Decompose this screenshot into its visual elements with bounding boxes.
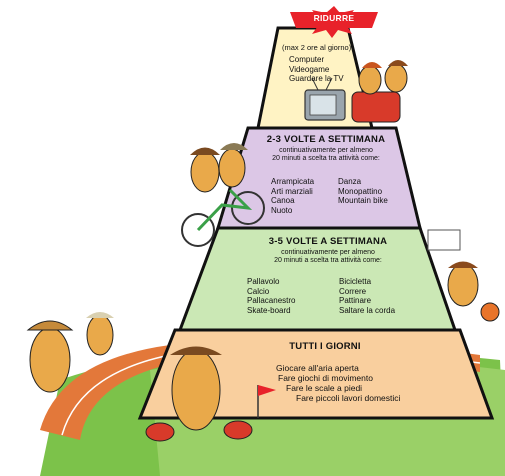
level2-header: 2-3 VOLTE A SETTIMANA <box>266 134 386 145</box>
list-item: Giocare all'aria aperta <box>276 363 359 373</box>
basketball-character <box>427 229 500 322</box>
level3-header: 3-5 VOLTE A SETTIMANA <box>268 236 388 247</box>
level2-sub1: continuativamente per almeno <box>279 147 373 154</box>
runner-characters-left <box>26 312 114 393</box>
running-track <box>40 339 480 440</box>
top-tier-list: Computer Videogame Guardare la TV <box>289 55 344 84</box>
list-item: Arti marziali <box>271 186 313 196</box>
list-item: Fare piccoli lavori domestici <box>296 393 401 403</box>
front-runner-character <box>145 346 253 442</box>
list-item: Mountain bike <box>338 196 388 205</box>
bike-characters <box>181 143 265 247</box>
level3-col1: Pallavolo Calcio Pallacanestro Skate-boa… <box>247 277 295 315</box>
list-item: Guardare la TV <box>289 74 344 83</box>
level2-sub2: 20 minuti a scelta tra attività come: <box>272 155 380 162</box>
list-item: Saltare la corda <box>339 305 396 315</box>
list-item: Pallacanestro <box>247 296 296 305</box>
list-item: Calcio <box>247 286 270 296</box>
list-item: Pallavolo <box>247 277 280 286</box>
level3-col2: Bicicletta Correre Pattinare Saltare la … <box>339 277 395 315</box>
level3-sub2: 20 minuti a scelta tra attività come: <box>274 257 382 264</box>
list-item: Computer <box>289 55 325 64</box>
list-item: Canoa <box>271 196 295 205</box>
level3-sub1: continuativamente per almeno <box>281 249 375 256</box>
list-item: Correre <box>339 286 367 296</box>
base-list: Giocare all'aria aperta Fare giochi di m… <box>276 363 400 403</box>
list-item: Pattinare <box>339 296 372 305</box>
list-item: Monopattino <box>338 186 383 196</box>
level2-col1: Arrampicata Arti marziali Canoa Nuoto <box>271 177 314 215</box>
star-burst-wide <box>290 12 378 28</box>
list-item: Arrampicata <box>271 177 315 186</box>
star-label-reduce: RIDURRE <box>313 13 355 23</box>
tv-characters <box>351 60 408 123</box>
tv-icon <box>304 77 346 121</box>
list-item: Fare giochi di movimento <box>278 373 373 383</box>
list-item: Nuoto <box>271 205 293 215</box>
top-tier-subtitle: (max 2 ore al giorno) <box>282 43 352 52</box>
list-item: Fare le scale a piedi <box>286 383 363 393</box>
list-item: Videogame <box>289 64 330 74</box>
list-item: Danza <box>338 177 362 186</box>
level2-col2: Danza Monopattino Mountain bike <box>338 177 388 206</box>
flag-icon <box>257 385 276 418</box>
list-item: Bicicletta <box>339 277 372 286</box>
list-item: Skate-board <box>247 305 291 315</box>
base-header: TUTTI I GIORNI <box>289 341 361 352</box>
